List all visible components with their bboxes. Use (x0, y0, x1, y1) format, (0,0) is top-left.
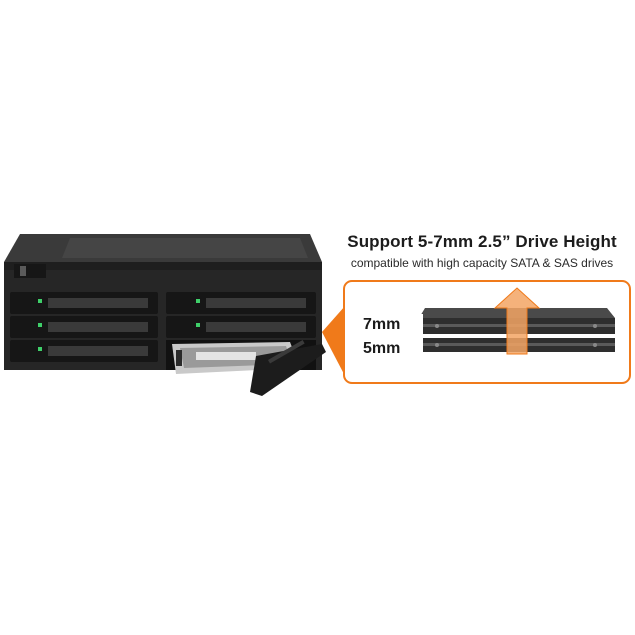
open-tray (166, 340, 326, 396)
drive-stack-picture (419, 287, 615, 355)
bay-left-3 (10, 340, 158, 362)
bay-left-1 (10, 292, 158, 314)
headline: Support 5-7mm 2.5” Drive Height (347, 232, 617, 251)
up-arrow-icon (493, 287, 541, 355)
bay-right-1 (166, 292, 316, 314)
label-7mm: 7mm (359, 314, 423, 336)
label-5mm: 5mm (359, 338, 423, 360)
bay-right-2 (166, 316, 316, 338)
drive-enclosure-picture (4, 234, 326, 396)
subline: compatible with high capacity SATA & SAS… (350, 256, 614, 270)
bay-left-2 (10, 316, 158, 338)
height-panel: 7mm 5mm (343, 280, 631, 384)
callout-wedge (322, 306, 345, 376)
